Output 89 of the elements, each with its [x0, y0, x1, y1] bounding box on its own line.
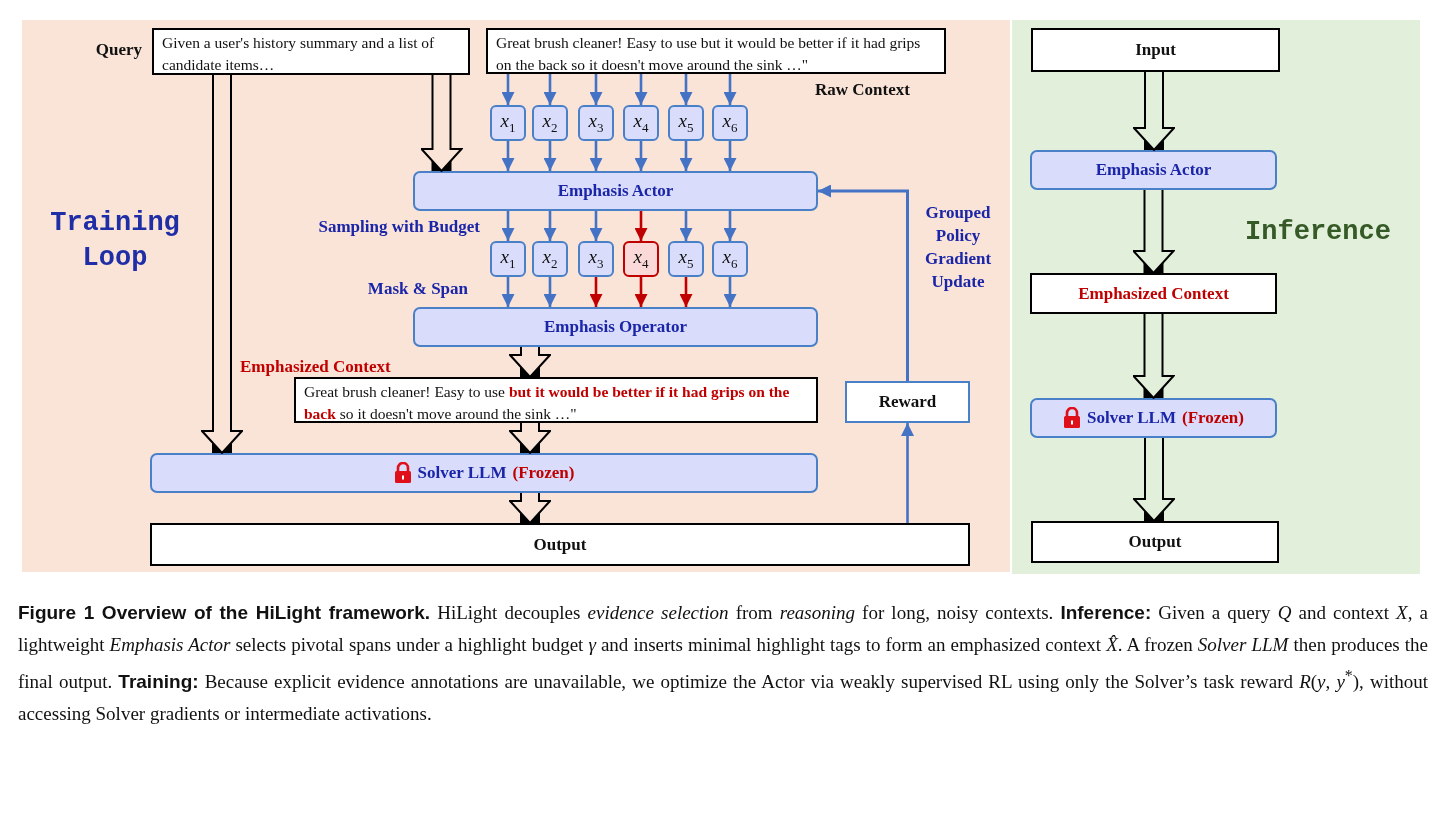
- process-box: [1030, 150, 1277, 190]
- token-box: [490, 105, 526, 141]
- arrow: [501, 277, 515, 307]
- panel-title: Inference: [1244, 216, 1392, 249]
- context-text: Given a user's history summary and a list of candidate items…: [162, 34, 435, 73]
- token-box: [532, 241, 568, 277]
- process-box: [413, 307, 818, 347]
- token-label: x$_{3}$: [588, 110, 604, 136]
- arrow: [589, 141, 603, 171]
- token-label: x$_{1}$: [500, 246, 516, 272]
- arrow: [634, 141, 648, 171]
- box-label: (Frozen): [1181, 408, 1244, 428]
- arrow: [589, 74, 603, 105]
- arrow: [818, 184, 909, 381]
- arrow: [679, 141, 693, 171]
- panel-title: Training Loop: [49, 207, 181, 275]
- box-label: (Frozen): [512, 463, 575, 483]
- box-label: Reward: [878, 392, 937, 412]
- process-box: [150, 453, 818, 493]
- box-label: Emphasized Context: [1078, 283, 1229, 304]
- arrow: [543, 74, 557, 105]
- arrow: [679, 211, 693, 241]
- arrow: [723, 211, 737, 241]
- process-box: [1030, 398, 1277, 438]
- token-box: [712, 105, 748, 141]
- box-label: Solver LLM: [417, 463, 507, 483]
- box-label: Output: [533, 534, 587, 555]
- token-label: x$_{2}$: [542, 110, 558, 136]
- arrow: [543, 277, 557, 307]
- arrow: [634, 74, 648, 105]
- arrow: [901, 423, 914, 523]
- token-box: [712, 241, 748, 277]
- text-box: [486, 28, 946, 74]
- token-label: x$_{6}$: [722, 110, 738, 136]
- process-box: [1031, 521, 1279, 563]
- arrow: [723, 277, 737, 307]
- box-label: Emphasis Operator: [543, 317, 688, 337]
- box-label: Emphasis Actor: [1095, 160, 1212, 180]
- box-label: Input: [1135, 40, 1176, 60]
- token-box: [532, 105, 568, 141]
- process-box: [1030, 273, 1277, 314]
- panel-background: [22, 20, 1010, 572]
- box-caption: Query: [94, 39, 142, 61]
- box-caption: Emphasized Context: [240, 356, 392, 378]
- arrow: [634, 211, 648, 241]
- panel-background: [1012, 20, 1420, 574]
- token-label: x$_{5}$: [678, 246, 694, 272]
- token-label: x$_{2}$: [542, 246, 558, 272]
- arrow: [679, 74, 693, 105]
- text-box: [152, 28, 470, 75]
- token-label: x$_{5}$: [678, 110, 694, 136]
- token-label: x$_{4}$: [633, 246, 649, 272]
- arrow: [501, 211, 515, 241]
- process-box: [1031, 28, 1280, 72]
- context-text: Great brush cleaner! Easy to use but it would be better if it had grips on the back so it doesn't move around the sink …": [304, 383, 790, 422]
- process-box: [413, 171, 818, 211]
- arrow: [543, 211, 557, 241]
- token-label: x$_{4}$: [633, 110, 649, 136]
- annotation-label: Sampling with Budget: [317, 216, 480, 238]
- token-box: [490, 241, 526, 277]
- arrow: [723, 74, 737, 105]
- token-box: [668, 105, 704, 141]
- figure-caption: Figure 1 Overview of the HiLight framework. HiLight decouples evidence selection from reasoning for long, noisy contexts. Inference: Given a query Q and context X, a lightweight Emphasis Actor selects pivotal spans under a highlight budget γ and inserts minimal highlight tags to form an emphasized context X̂. A frozen Solver LLM then produces the final output. Training: Because explicit evidence annotations are unavailable, we optimize the Actor via weakly supervised RL using only the Solver’s task reward R(y, y$^{*}$), without accessing Solver gradients or intermediate activations.: [18, 601, 1428, 726]
- process-box: [150, 523, 970, 566]
- token-box: [668, 241, 704, 277]
- token-label: x$_{3}$: [588, 246, 604, 272]
- context-text: Great brush cleaner! Easy to use but it would be better if it had grips on the back so it doesn't move around the sink …": [496, 34, 921, 73]
- arrow: [543, 141, 557, 171]
- box-label: Emphasis Actor: [557, 181, 674, 201]
- token-box: [578, 105, 614, 141]
- arrow: [589, 211, 603, 241]
- box-label: Output: [1128, 532, 1182, 552]
- text-box: [294, 377, 818, 423]
- annotation-label: Mask & Span: [366, 278, 468, 300]
- arrow: [679, 277, 693, 307]
- arrow: [501, 74, 515, 105]
- arrow: [589, 277, 603, 307]
- box-caption: Raw Context: [815, 79, 911, 101]
- token-box: [578, 241, 614, 277]
- arrow: [723, 141, 737, 171]
- box-label: Solver LLM: [1087, 408, 1176, 428]
- token-box: [623, 105, 659, 141]
- edge-label: Grouped Policy Gradient Update: [923, 202, 993, 293]
- token-label: x$_{1}$: [500, 110, 516, 136]
- token-box: [623, 241, 659, 277]
- arrow: [501, 141, 515, 171]
- token-label: x$_{6}$: [722, 246, 738, 272]
- arrow: [634, 277, 648, 307]
- process-box: [845, 381, 970, 423]
